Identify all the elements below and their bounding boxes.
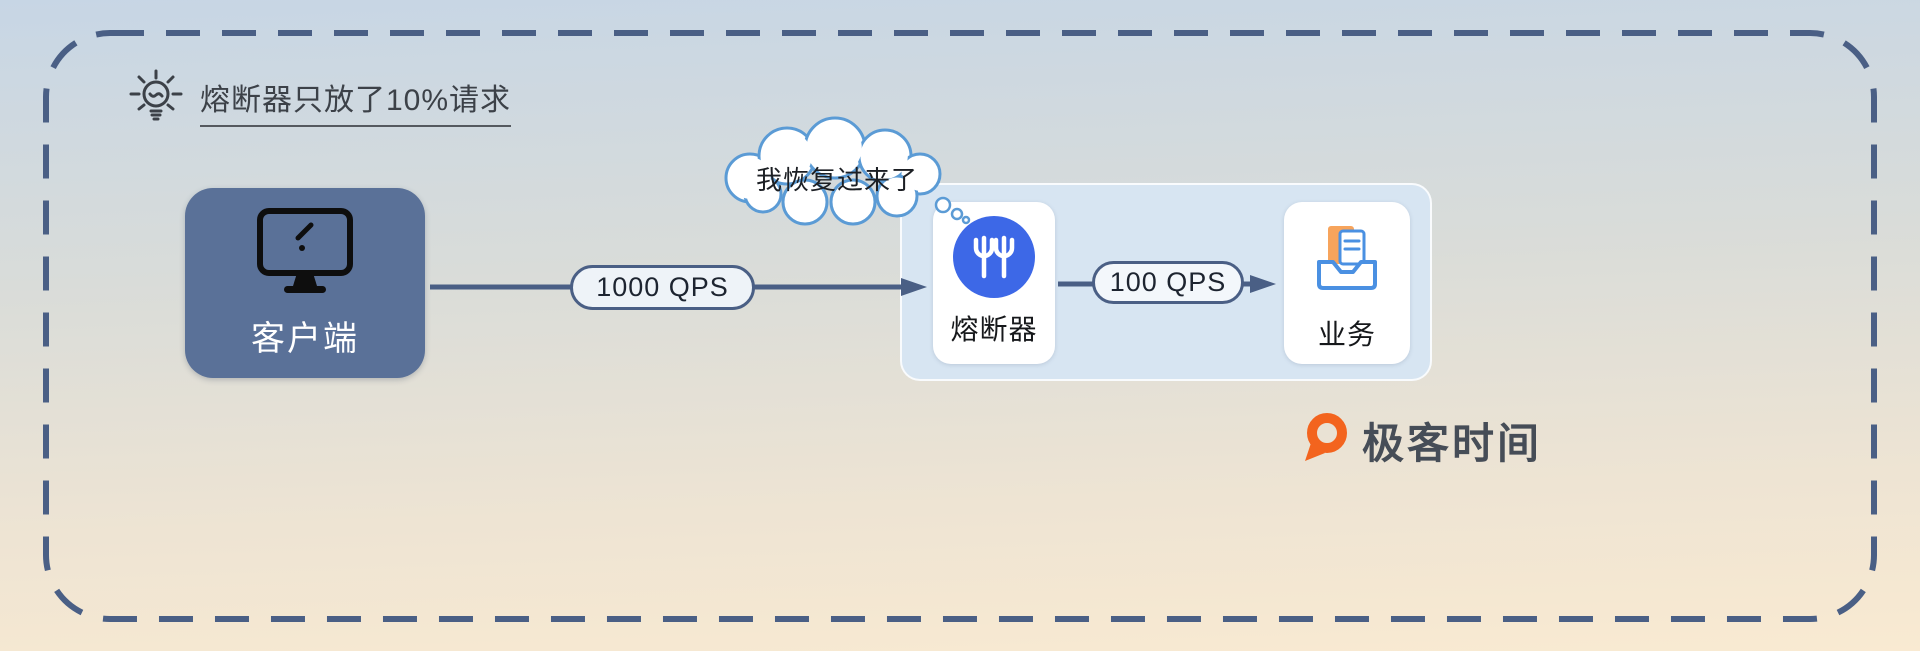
annotation-text: 熔断器只放了10%请求	[200, 75, 512, 127]
brand-logo: 极客时间	[1298, 410, 1542, 471]
geektime-logo-icon	[1298, 411, 1352, 470]
circuit-breaker-icon	[953, 216, 1035, 298]
client-label: 客户端	[251, 320, 359, 358]
service-node: 业务	[1284, 202, 1410, 364]
inbox-document-icon	[1306, 216, 1388, 303]
breaker-node: 熔断器	[933, 202, 1055, 364]
annotation: 熔断器只放了10%请求	[126, 68, 512, 133]
brand-name: 极客时间	[1362, 420, 1543, 467]
qps-in-badge: 1000 QPS	[570, 265, 755, 310]
monitor-icon	[250, 206, 360, 303]
qps-out-badge: 100 QPS	[1092, 261, 1244, 304]
thought-bubble-text: 我恢复过来了	[755, 165, 918, 195]
breaker-label: 熔断器	[950, 314, 1038, 345]
service-label: 业务	[1317, 319, 1376, 350]
lightbulb-icon	[126, 68, 186, 133]
client-node: 客户端	[185, 188, 425, 378]
